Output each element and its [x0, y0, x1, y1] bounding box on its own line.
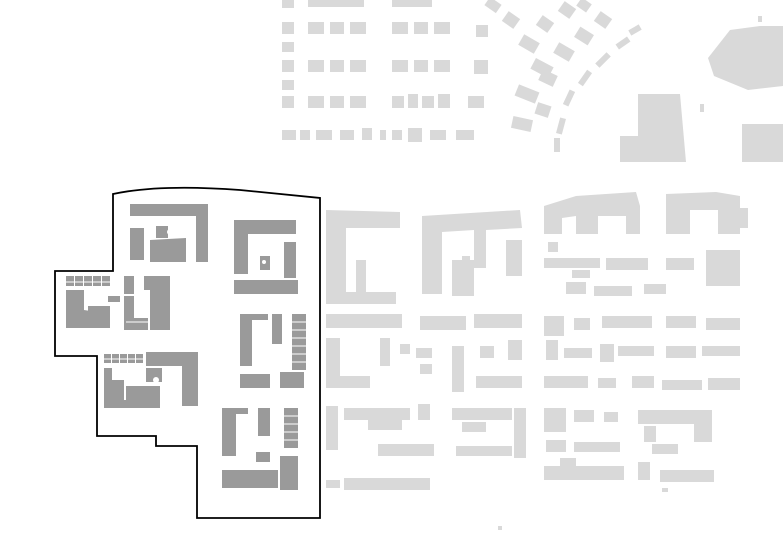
site-boundary: [54, 186, 321, 519]
site-cluster-middle: [104, 352, 198, 408]
context-buildings: [282, 0, 783, 530]
context-block-top-right: [620, 16, 783, 162]
site-cluster-north: [130, 204, 208, 262]
site-cluster-west: [66, 276, 170, 330]
context-block-middle: [326, 314, 740, 392]
context-block-arc: [484, 0, 642, 152]
site-cluster-east: [240, 314, 306, 388]
context-block-frontage: [326, 192, 748, 304]
site-cluster-south: [222, 408, 298, 490]
site-cluster-northeast: [234, 220, 298, 294]
site-buildings: [66, 204, 306, 490]
context-block-top-rows: [282, 0, 488, 142]
site-building-stripes: [66, 281, 306, 441]
context-block-lower: [326, 404, 714, 530]
